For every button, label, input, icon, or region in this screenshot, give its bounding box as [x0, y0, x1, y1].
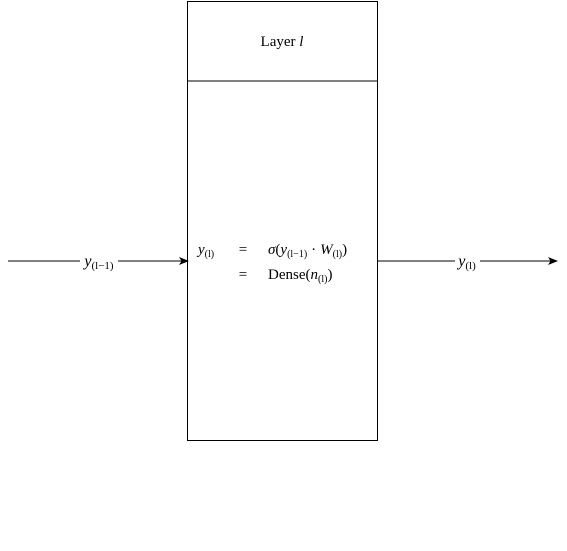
layer-title: Layer l	[261, 34, 304, 50]
line2-n-subscript: (l)	[318, 274, 327, 285]
line1-w-symbol: W	[320, 242, 334, 258]
line1-dot: ·	[311, 242, 316, 258]
line2-n-symbol: n	[311, 267, 319, 283]
line2-close-paren: )	[327, 267, 332, 283]
equation-line-1: σ(y(l−1) ·W(l))	[268, 242, 347, 260]
line1-close-paren: )	[342, 242, 347, 258]
equation-equals-1: =	[239, 242, 247, 258]
output-label: y(l)	[456, 253, 476, 272]
layer-title-prefix: Layer	[261, 34, 300, 50]
equation-lhs-subscript: (l)	[205, 249, 214, 260]
line1-y-subscript: (l−1)	[287, 249, 307, 260]
line1-w-subscript: (l)	[333, 249, 342, 260]
line1-open-paren: (	[275, 242, 280, 258]
sigma-symbol: σ	[268, 242, 276, 258]
equation-equals-2: =	[239, 267, 247, 283]
equation-lhs: y(l)	[196, 242, 214, 260]
layer-box	[187, 1, 378, 441]
input-label: y(l−1)	[82, 253, 114, 272]
dense-func: Dense	[268, 267, 306, 283]
equation-lhs-symbol: y	[196, 242, 205, 258]
input-symbol: y	[82, 253, 92, 270]
output-subscript: (l)	[465, 260, 476, 272]
input-subscript: (l−1)	[92, 260, 114, 272]
output-symbol: y	[456, 253, 466, 270]
line1-y-symbol: y	[278, 242, 287, 258]
equation-line-2: Dense(n(l))	[268, 267, 332, 285]
line2-open-paren: (	[306, 267, 311, 283]
layer-title-var: l	[299, 34, 303, 50]
